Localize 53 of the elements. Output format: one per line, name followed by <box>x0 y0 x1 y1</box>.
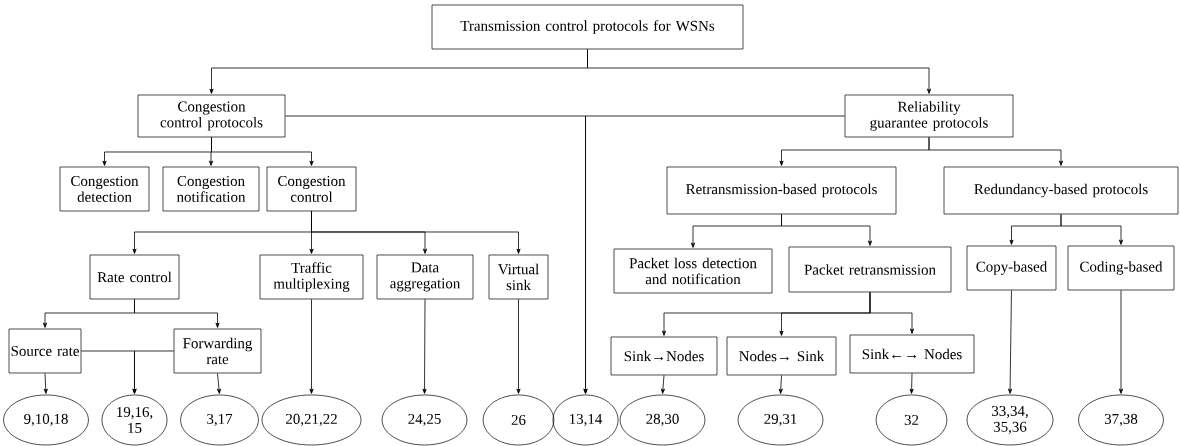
arrow <box>928 136 1063 166</box>
category-box: Nodes→ Sink <box>726 336 837 376</box>
category-box: Transmission control protocols for WSNs <box>431 4 744 50</box>
category-box: Traffic multiplexing <box>259 254 364 300</box>
category-box: Redundancy-based protocols <box>943 166 1179 215</box>
reference-oval: 3,17 <box>180 394 259 446</box>
reference-oval: 29,31 <box>737 394 824 446</box>
category-box: Virtual sink <box>488 254 549 300</box>
category-box: Congestion detection <box>59 166 150 212</box>
reference-oval: 19,16, 15 <box>101 394 168 446</box>
category-box: Packet retransmission <box>788 246 952 293</box>
arrow <box>781 213 872 246</box>
arrow <box>587 48 931 94</box>
category-box: Rate control <box>89 254 180 300</box>
arrow <box>1008 289 1013 394</box>
category-box: Forwarding rate <box>173 328 262 374</box>
arrow <box>869 291 914 334</box>
arrow <box>660 374 665 394</box>
arrow <box>1119 289 1123 394</box>
reference-oval: 32 <box>875 394 948 446</box>
reference-oval: 26 <box>482 394 555 446</box>
arrow <box>309 298 314 394</box>
reference-oval: 20,21,22 <box>261 394 362 446</box>
category-box: Sink→Nodes <box>610 336 718 376</box>
category-box: Source rate <box>8 328 82 374</box>
category-box: Congestion notification <box>162 166 260 212</box>
arrow <box>778 374 783 394</box>
arrow <box>516 298 521 394</box>
arrow <box>134 298 220 328</box>
arrow <box>422 298 427 394</box>
arrow <box>311 210 521 254</box>
category-box: Packet loss detection and notification <box>613 248 773 294</box>
reference-oval: 28,30 <box>619 394 706 446</box>
category-box: Data aggregation <box>376 254 474 300</box>
category-box: Coding-based <box>1067 245 1175 291</box>
arrow <box>216 372 221 394</box>
arrow <box>211 136 314 166</box>
category-box: Copy-based <box>966 245 1057 291</box>
category-box: Congestion control <box>266 166 357 212</box>
reference-oval: 37,38 <box>1078 394 1164 446</box>
arrow <box>132 350 175 394</box>
arrow <box>909 372 914 394</box>
arrow <box>43 372 48 394</box>
reference-oval: 24,25 <box>381 394 468 446</box>
category-box: Retransmission-based protocols <box>666 166 897 215</box>
category-box: Sink←→ Nodes <box>849 334 975 374</box>
arrow <box>1060 213 1123 245</box>
category-box: Reliability guarantee protocols <box>844 94 1014 138</box>
reference-oval: 13,14 <box>552 394 619 446</box>
category-box: Congestion control protocols <box>137 94 286 138</box>
arrow <box>583 115 846 394</box>
reference-oval: 33,34, 35,36 <box>966 394 1054 446</box>
reference-oval: 9,10,18 <box>3 394 89 446</box>
